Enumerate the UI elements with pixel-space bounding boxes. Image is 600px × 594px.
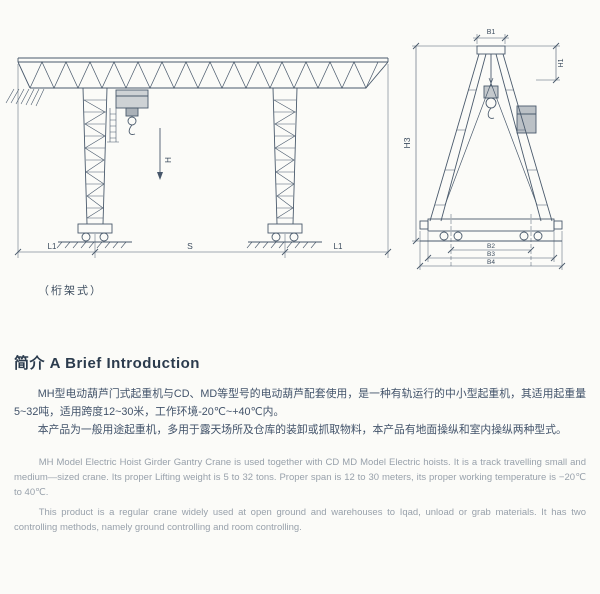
english-paragraph-1: MH Model Electric Hoist Girder Gantry Cr… [14,457,586,498]
festoon-cables [5,88,45,107]
chinese-paragraph-2: 本产品为一般用途起重机，多用于露天场所及仓库的装卸或抓取物料，本产品有地面操纵和… [37,424,567,436]
technical-drawing: L1 S L1 H [5,29,566,270]
dim-label-top-width: B1 [487,29,496,36]
chinese-paragraph-1: MH型电动葫芦门式起重机与CD、MD等型号的电动葫芦配套使用，是一种有轨运行的中… [14,388,586,418]
dim-label-height-h3: H3 [402,137,412,148]
introduction-section: 简介 A Brief Introduction MH型电动葫芦门式起重机与CD、… [14,352,586,535]
crane-side-view [412,34,566,270]
leg-ladder [107,108,119,143]
dim-label-base-b4: B4 [487,259,495,266]
hook-icon-side [487,107,495,119]
dim-label-left-overhang: L1 [48,242,57,251]
hook-travel-arrow [157,172,163,180]
hoist-trolley [115,89,149,135]
section-title: 简介 A Brief Introduction [14,355,200,372]
dim-label-span: S [187,241,193,251]
dim-label-base-b3: B3 [487,251,495,258]
english-paragraph-2: This product is a regular crane widely u… [14,507,586,533]
dim-label-right-overhang: L1 [334,242,343,251]
crane-front-view [5,57,392,258]
hook-icon [128,124,136,135]
dim-label-upper-height: H1 [558,58,565,67]
drawing-caption: （桁架式） [38,285,103,297]
dim-label-hook-height: H [164,157,173,163]
control-cab [516,105,537,134]
english-text-block: MH Model Electric Hoist Girder Gantry Cr… [14,455,586,535]
dim-label-base-b2: B2 [487,243,495,250]
